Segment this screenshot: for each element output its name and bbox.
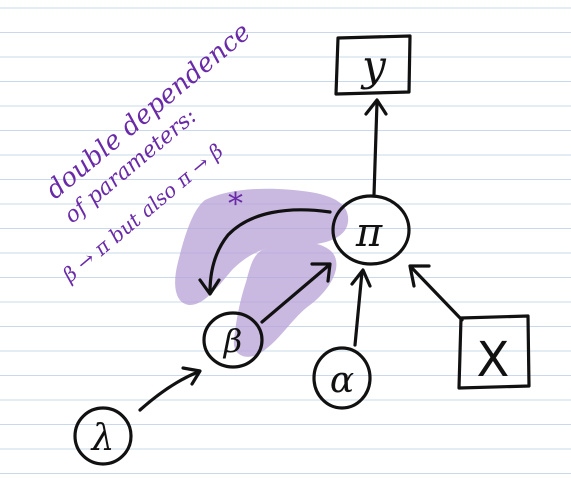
- node-pi: π: [331, 194, 411, 266]
- arrowhead-pi-from-x: [408, 264, 431, 288]
- highlight-blob-lower: [233, 242, 337, 357]
- edge-alpha-to-pi: [353, 270, 364, 347]
- edge-pi-to-y: [372, 100, 379, 197]
- node-x: X: [457, 314, 531, 390]
- edge-pi-to-beta-curve: [208, 208, 332, 294]
- edge-x-to-pi: [410, 266, 464, 322]
- arrowhead-beta-from-lambda: [181, 366, 202, 386]
- node-lambda-circle: [73, 406, 133, 466]
- node-alpha-label: α: [330, 360, 354, 401]
- highlight-blob-upper: [175, 188, 349, 305]
- node-alpha: α: [312, 346, 372, 410]
- node-beta-label: β: [223, 322, 243, 360]
- edge-lambda-to-beta: [138, 370, 200, 412]
- arrowhead-pi-from-alpha: [350, 268, 372, 288]
- node-x-label: X: [477, 332, 510, 388]
- node-alpha-circle: [312, 346, 372, 410]
- node-x-box: [457, 314, 531, 390]
- node-lambda-label: λ: [90, 418, 115, 459]
- arrowhead-y: [364, 98, 388, 116]
- annotation-line-1: double dependence: [40, 17, 256, 205]
- node-lambda: λ: [73, 406, 133, 466]
- node-beta: β: [202, 311, 264, 369]
- node-pi-circle: [331, 194, 411, 266]
- arrowhead-pi-from-beta: [310, 262, 332, 283]
- annotation-star: *: [228, 187, 243, 222]
- node-y-label: y: [360, 41, 387, 90]
- edge-beta-to-pi: [260, 264, 330, 324]
- node-pi-label: π: [355, 210, 383, 256]
- node-y-box: [334, 34, 412, 96]
- node-beta-circle: [202, 311, 264, 369]
- node-y: y: [334, 34, 412, 96]
- arrowhead-beta-curve: [198, 278, 221, 296]
- edges: [138, 98, 464, 412]
